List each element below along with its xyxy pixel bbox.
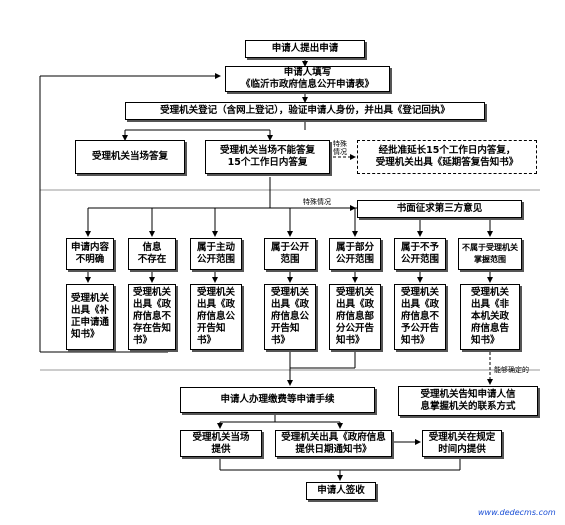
category-not-held: 不属于受理机关 掌握范围 — [458, 238, 522, 270]
label-determinable: 能够确定的 — [494, 366, 529, 374]
node-provide-later: 受理机关在规定 时间内提供 — [422, 430, 502, 457]
doc-public: 受理机关 出具《政 府信息公 开告知 书》 — [264, 284, 316, 350]
node-fill: 申请人填写 《临沂市政府信息公开申请表》 — [225, 66, 390, 92]
doc-supplement: 受理机关 出具《补 正申请通 知书》 — [66, 284, 114, 350]
node-apply: 申请人提出申请 — [245, 40, 365, 58]
node-fees: 申请人办理缴费等申请手续 — [180, 387, 375, 413]
node-notice-date: 受理机关出具《政府信息 提供日期通知书》 — [275, 430, 392, 457]
doc-partial: 受理机关 出具《政 府信息部 分公开告 知书》 — [329, 284, 381, 350]
label-special-case-2: 特殊情况 — [303, 198, 331, 206]
node-extend: 经批准延长15个工作日内答复， 受理机关出具《延期答复告知书》 — [357, 140, 537, 174]
label-special-case: 特殊 情况 — [333, 140, 347, 156]
node-provide-now: 受理机关当场 提供 — [180, 430, 262, 457]
doc-withheld: 受理机关 出具《政 府信息不 予公开告 知书》 — [394, 284, 446, 350]
category-public: 属于公开 范围 — [264, 238, 316, 270]
node-sign: 申请人签收 — [306, 482, 376, 500]
doc-proactive: 受理机关 出具《政 府信息公 开告知 书》 — [190, 284, 242, 350]
category-nonexistent: 信息 不存在 — [128, 238, 176, 270]
node-inform: 受理机关告知申请人信 息掌握机关的联系方式 — [398, 386, 538, 416]
node-onsite: 受理机关当场答复 — [75, 140, 185, 174]
category-withheld: 属于不予 公开范围 — [394, 238, 446, 270]
category-unclear: 申请内容 不明确 — [66, 238, 114, 270]
doc-not-held: 受理机关 出具《非 本机关政 府信息告 知书》 — [460, 284, 520, 350]
node-register: 受理机关登记（含网上登记），验证申请人身份，并出具《登记回执》 — [125, 102, 485, 120]
category-partial: 属于部分 公开范围 — [329, 238, 381, 270]
node-cannot: 受理机关当场不能答复 15个工作日内答复 — [205, 140, 330, 174]
node-third: 书面征求第三方意见 — [357, 200, 522, 218]
watermark-url: www.dedecms.com — [478, 508, 556, 517]
doc-nonexistent: 受理机关 出具《政 府信息不 存在告知 书》 — [128, 284, 176, 350]
category-proactive: 属于主动 公开范围 — [190, 238, 242, 270]
